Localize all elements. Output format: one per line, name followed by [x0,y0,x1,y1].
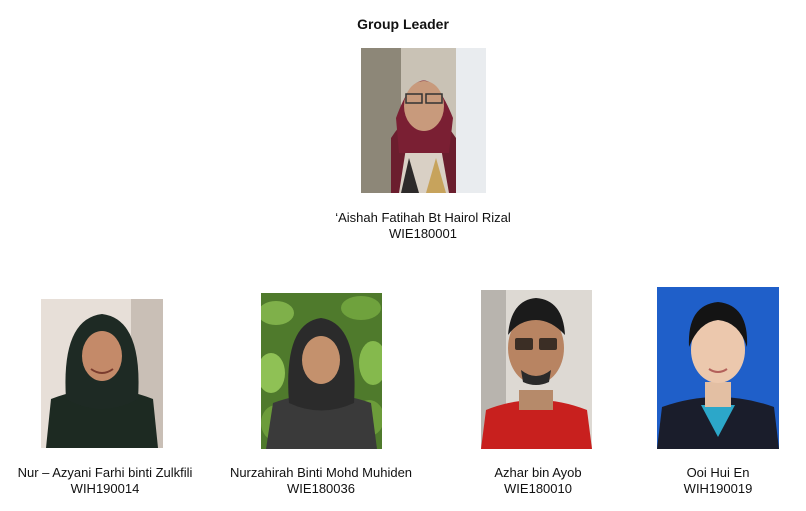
group-leader-heading: Group Leader [357,16,449,32]
member-caption-2: Nurzahirah Binti Mohd Muhiden WIE180036 [216,465,426,497]
member-caption-3: Azhar bin Ayob WIE180010 [433,465,643,497]
member-caption-4: Ooi Hui En WIH190019 [613,465,806,497]
member-name: Ooi Hui En [686,465,750,480]
member-id: WIH190014 [70,481,140,496]
member-photo-1 [41,299,163,448]
leader-name: ‘Aishah Fatihah Bt Hairol Rizal [335,210,511,225]
member-caption-1: Nur – Azyani Farhi binti Zulkfili WIH190… [0,465,210,497]
member-photo-2 [261,293,382,449]
leader-photo [361,48,486,193]
member-photo-4 [657,287,779,449]
member-name: Nurzahirah Binti Mohd Muhiden [229,465,413,480]
member-name: Nur – Azyani Farhi binti Zulkfili [17,465,193,480]
leader-id: WIE180001 [389,226,457,241]
member-name: Azhar bin Ayob [494,465,582,480]
member-photo-3 [481,290,592,449]
leader-caption: ‘Aishah Fatihah Bt Hairol Rizal WIE18000… [303,210,543,242]
member-id: WIE180010 [504,481,572,496]
member-id: WIH190019 [683,481,753,496]
member-id: WIE180036 [287,481,355,496]
